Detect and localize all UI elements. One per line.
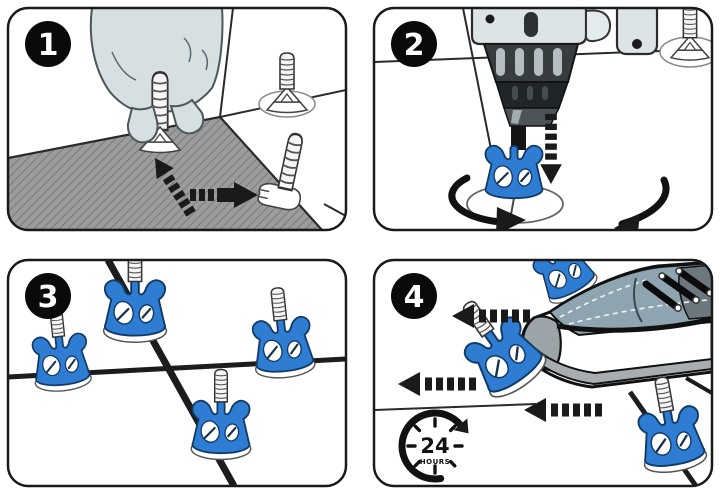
step-badge-1: 1 [25, 21, 71, 67]
tilted-leveling-screw-icon [257, 131, 305, 211]
step-number: 4 [404, 280, 425, 315]
clock-unit: HOURS [420, 458, 450, 466]
step-number: 3 [38, 280, 59, 315]
standing-leveling-screw-icon [258, 53, 316, 118]
step-badge-4: 4 [391, 273, 437, 319]
hand-fingers [111, 37, 209, 144]
rotation-arrow-icon [448, 174, 670, 230]
panel-4: 24 HOURS 4 [372, 258, 714, 488]
step-badge-2: 2 [391, 21, 437, 67]
step-number: 1 [38, 28, 59, 63]
step-number: 2 [404, 28, 425, 63]
panel-2: 2 [372, 4, 714, 232]
clock-value: 24 [420, 434, 449, 458]
panel-3: 3 [6, 258, 348, 488]
shoe-icon [520, 260, 712, 389]
standing-leveling-screw-icon [659, 4, 712, 68]
leveling-cap-icon [484, 144, 544, 200]
drill-icon [470, 8, 612, 150]
step-badge-3: 3 [25, 273, 71, 319]
24-hours-clock-icon: 24 HOURS [398, 409, 469, 483]
panel-1: 1 [6, 6, 348, 232]
drill-side-handle [615, 8, 659, 56]
